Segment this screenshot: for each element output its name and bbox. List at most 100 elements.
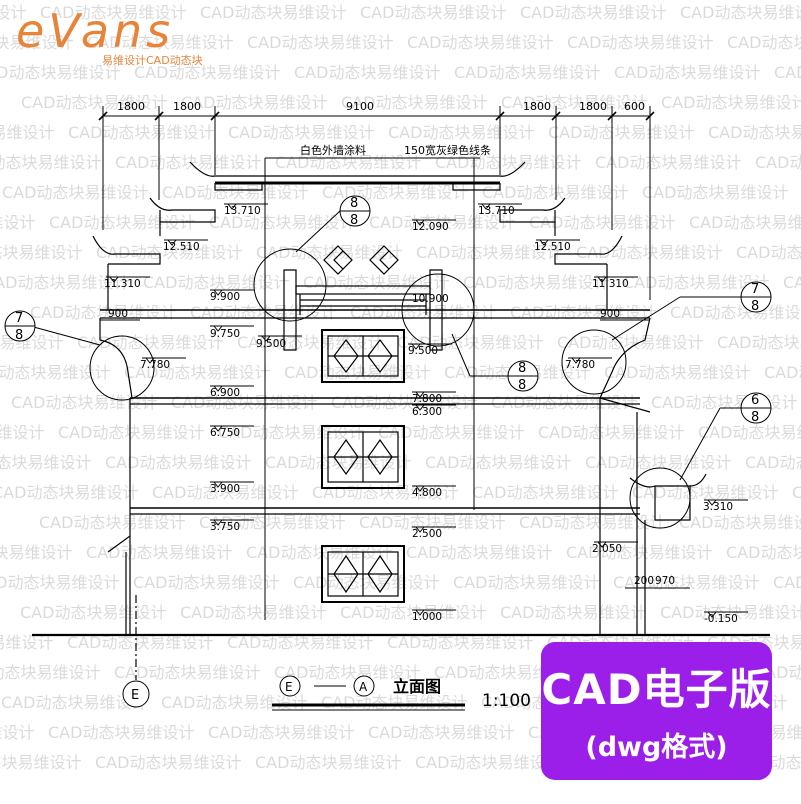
watermark-text: CAD动态块易维设计 xyxy=(520,3,666,22)
watermark-text: CAD动态块易维设计 xyxy=(67,633,213,652)
watermark-text: CAD动态块易维设计 xyxy=(284,363,430,382)
watermark-layer: CAD动态块易维设计 CAD动态块易维设计 CAD动态块易维设计 CAD动态块易维设计… xyxy=(0,3,801,772)
watermark-text: CAD动态块易维设计 xyxy=(567,33,713,52)
diamond-ornament-left xyxy=(323,245,353,275)
watermark-text: CAD动态块易维设计 xyxy=(510,303,656,322)
title-axis-from: E xyxy=(285,680,293,694)
watermark-text: CAD动态块易维设计 xyxy=(294,63,440,82)
callout-6-8-top: 6 xyxy=(751,393,759,408)
logo-wordmark: eVans xyxy=(16,4,175,58)
level-marker-triangle xyxy=(412,391,456,398)
watermark-text: CAD动态块易维设计 xyxy=(228,123,374,142)
watermark-text: CAD动态块易维设计 xyxy=(77,333,223,352)
watermark-text: CAD动态块易维设计 xyxy=(208,723,354,742)
callout-8-8-middle-bottom: 8 xyxy=(518,378,526,393)
watermark-text: CAD动态块易维设计 xyxy=(256,243,402,262)
level-marker-triangle xyxy=(412,219,456,226)
watermark-text: CAD动态块易维设计 xyxy=(143,273,289,292)
watermark-text: CAD动态块易维设计 xyxy=(0,363,110,382)
watermark-text: CAD动态块易维设计 xyxy=(209,213,355,232)
watermark-text: CAD动态块易维设计 xyxy=(566,543,712,562)
level-3310: 3.310 xyxy=(703,501,733,513)
top-dimensions xyxy=(98,106,655,300)
watermark-text: CAD动态块易维设计 xyxy=(40,3,186,22)
watermark-text: CAD动态块易维设计 xyxy=(0,633,53,652)
level-markers xyxy=(106,203,748,618)
watermark-text: CAD动态块易维设计 xyxy=(501,93,647,112)
watermark-text: CAD动态块易维设计 xyxy=(340,603,486,622)
level-1000: 1.000 xyxy=(412,611,442,623)
watermark-text: CAD动态块易维设计 xyxy=(407,33,553,52)
level-9500-right: 9.500 xyxy=(408,345,438,357)
watermark-text: CAD动态块易维设计 xyxy=(246,543,392,562)
level-marker-triangle xyxy=(210,425,254,432)
dim-970: 970 xyxy=(655,575,675,587)
level-7780-left: 7.780 xyxy=(140,359,170,371)
watermark-text: CAD动态块易维设计 xyxy=(30,303,176,322)
level-marker-triangle xyxy=(408,343,452,350)
level-11310-right: 11.310 xyxy=(592,278,629,290)
watermark-text: CAD动态块易维设计 xyxy=(482,183,628,202)
watermark-text: CAD动态块易维设计 xyxy=(368,723,514,742)
watermark-text: CAD动态块易维设计 xyxy=(20,603,166,622)
watermark-text: CAD动态块易维设计 xyxy=(58,423,204,442)
level-marker-triangle xyxy=(210,325,254,332)
watermark-text: CAD动态块易维设计 xyxy=(614,63,760,82)
watermark-text: CAD动态块易维设计 xyxy=(199,513,345,532)
watermark-text: CAD动态块易维设计 xyxy=(133,573,279,592)
watermark-text: CAD动态块易维设计 xyxy=(274,663,420,682)
watermark-text: CAD动态块易维设计 xyxy=(406,543,552,562)
level-minus-0150: -0.150 xyxy=(704,613,738,625)
watermark-text: CAD动态块易维设计 xyxy=(500,603,646,622)
watermark-text: CAD动态块易维设计 xyxy=(0,243,82,262)
cad-format-badge: CAD电子版 (dwg格式) xyxy=(541,642,772,780)
watermark-text: CAD动态块易维设计 xyxy=(293,573,439,592)
level-marker-triangle xyxy=(536,239,580,246)
note-wall-paint: 白色外墙涂料 xyxy=(300,143,366,157)
level-marker-triangle xyxy=(210,519,254,526)
dim-900-right: 900 xyxy=(600,308,620,320)
watermark-text: CAD动态块易维设计 xyxy=(369,213,515,232)
watermark-text: CAD动态块易维设计 xyxy=(39,513,185,532)
level-marker-triangle xyxy=(164,239,208,246)
badge-line1: CAD电子版 xyxy=(541,665,772,714)
watermark-text: CAD动态块易维设计 xyxy=(661,93,801,112)
watermark-text: CAD动态块易维设计 xyxy=(604,363,750,382)
building-elevation xyxy=(32,161,770,680)
level-marker-triangle xyxy=(704,499,748,506)
level-7800: 7.800 xyxy=(412,393,442,405)
watermark-text: CAD动态块易维设计 xyxy=(0,723,34,742)
watermark-text: CAD动态块易维设计 xyxy=(360,3,506,22)
watermark-text: CAD动态块易维设计 xyxy=(454,63,600,82)
watermark-text: CAD动态块易维设计 xyxy=(321,693,467,712)
watermark-text: CAD动态块易维设计 xyxy=(736,243,801,262)
dim-center: 9100 xyxy=(346,100,374,113)
callout-6-8: 6 8 xyxy=(720,392,772,425)
level-12510-left: 12.510 xyxy=(163,241,200,253)
level-6900: 6.900 xyxy=(210,387,240,399)
logo-subtitle: 易维设计CAD动态块 xyxy=(102,54,203,67)
level-marker-triangle xyxy=(210,481,254,488)
drawing-title: E A 立面图 1:100 xyxy=(272,675,531,711)
level-marker-triangle xyxy=(210,385,254,392)
watermark-text: CAD动态块易维设计 xyxy=(0,63,120,82)
watermark-text: CAD动态块易维设计 xyxy=(548,123,694,142)
level-7780-right: 7.780 xyxy=(565,359,595,371)
watermark-text: CAD动态块易维设计 xyxy=(585,453,731,472)
level-3750: 3.750 xyxy=(210,521,240,533)
watermark-text: CAD动态块易维设计 xyxy=(726,543,801,562)
level-13710-left: 13.710 xyxy=(224,205,261,217)
watermark-text: CAD动态块易维设计 xyxy=(115,153,261,172)
watermark-text: CAD动态块易维设计 xyxy=(689,213,801,232)
watermark-text: CAD动态块易维设计 xyxy=(388,123,534,142)
callout-7-8-left-top: 7 xyxy=(15,311,23,326)
level-marker-triangle xyxy=(704,611,748,618)
title-axis-to: A xyxy=(359,680,368,694)
watermark-text: CAD动态块易维设计 xyxy=(11,393,157,412)
watermark-text: CAD动态块易维设计 xyxy=(0,543,72,562)
watermark-text: CAD动态块易维设计 xyxy=(755,153,801,172)
watermark-text: CAD动态块易维设计 xyxy=(519,513,665,532)
grid-axis-e: E xyxy=(122,680,150,708)
level-9750: 9.750 xyxy=(210,328,240,340)
